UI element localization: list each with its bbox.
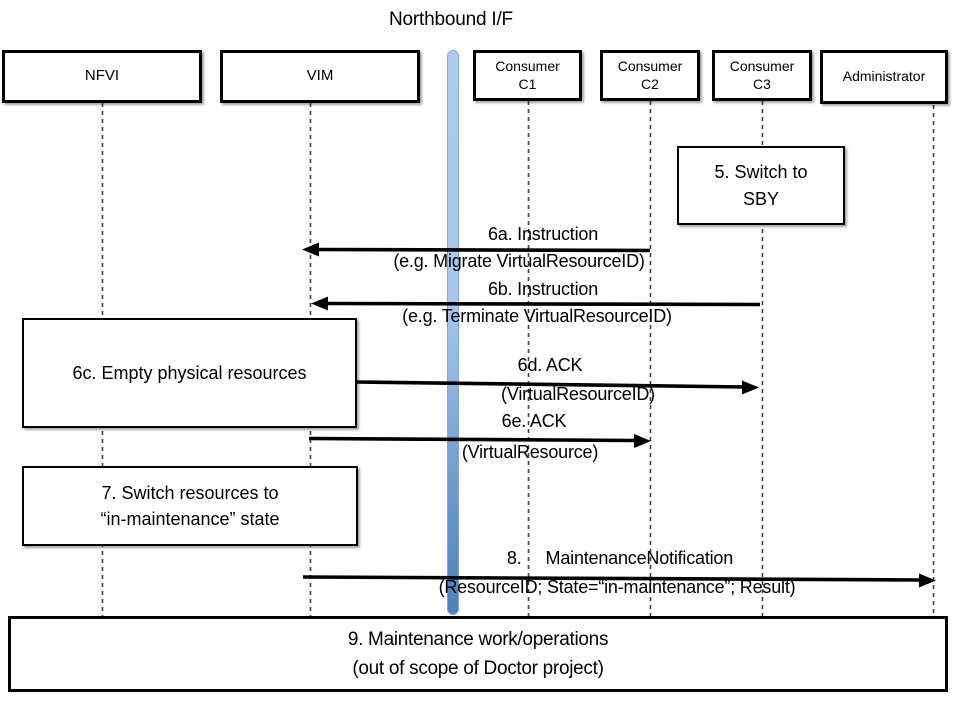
- note-line: SBY: [742, 188, 780, 209]
- note-switch-resources-in-maintenance: 7. Switch resources to “in-maintenance” …: [22, 466, 358, 546]
- message-6a-title: 6a. Instruction: [487, 224, 599, 244]
- message-6d-params: (VirtualResourceID): [501, 384, 655, 404]
- northbound-interface-bar: [447, 50, 459, 615]
- note-line: 5. Switch to: [714, 162, 808, 183]
- actor-label: Consumer: [495, 58, 560, 74]
- message-8-params: (ResourceID; State=“in-maintenance”; Res…: [438, 577, 796, 597]
- arrow-6b-line: [324, 301, 761, 307]
- actor-label: Consumer: [617, 58, 683, 74]
- message-6a-params: (e.g. Migrate VirtualResourceID): [393, 251, 645, 271]
- diagram-title: Northbound I/F: [389, 9, 513, 30]
- arrow-6a-head: [302, 242, 319, 257]
- arrow-6e-head: [634, 434, 651, 448]
- actor-label: C3: [753, 75, 771, 92]
- arrow-6d-head: [742, 380, 759, 395]
- arrow-6b-head: [311, 296, 328, 311]
- actor-box-vim: VIM: [220, 50, 420, 103]
- note-line: (out of scope of Doctor project): [352, 658, 604, 679]
- note-maintenance-work: 9. Maintenance work/operations (out of s…: [8, 616, 948, 692]
- actor-box-consumer-c3: Consumer C3: [712, 50, 812, 101]
- note-line: 7. Switch resources to: [101, 482, 279, 503]
- arrow-8-head: [919, 573, 936, 588]
- message-6b-title: 6b. Instruction: [487, 279, 599, 299]
- actor-label: Consumer: [729, 58, 795, 74]
- actor-label: C1: [518, 75, 537, 92]
- actor-box-administrator: Administrator: [820, 50, 948, 104]
- actor-box-consumer-c2: Consumer C2: [600, 50, 700, 101]
- arrow-6e-line: [308, 436, 639, 443]
- actor-label: C2: [641, 75, 659, 92]
- actor-label: NFVI: [84, 67, 120, 85]
- note-empty-physical-resources: 6c. Empty physical resources: [22, 318, 357, 428]
- note-line: “in-maintenance” state: [100, 509, 280, 529]
- note-line: 9. Maintenance work/operations: [347, 628, 609, 650]
- message-6e-params: (VirtualResource): [461, 442, 599, 462]
- actor-label: VIM: [306, 67, 334, 85]
- actor-label: Administrator: [842, 68, 926, 85]
- note-switch-to-sby: 5. Switch to SBY: [677, 146, 845, 225]
- note-line: 6c. Empty physical resources: [72, 362, 307, 383]
- message-6b-params: (e.g. Terminate VirtualResourceID): [402, 306, 672, 326]
- message-6e-title: 6e. ACK: [501, 411, 567, 431]
- message-8-title: 8. MaintenanceNotification: [506, 548, 734, 568]
- message-6d-title: 6d. ACK: [517, 355, 583, 375]
- actor-box-consumer-c1: Consumer C1: [473, 50, 582, 101]
- actor-box-nfvi: NFVI: [2, 50, 202, 103]
